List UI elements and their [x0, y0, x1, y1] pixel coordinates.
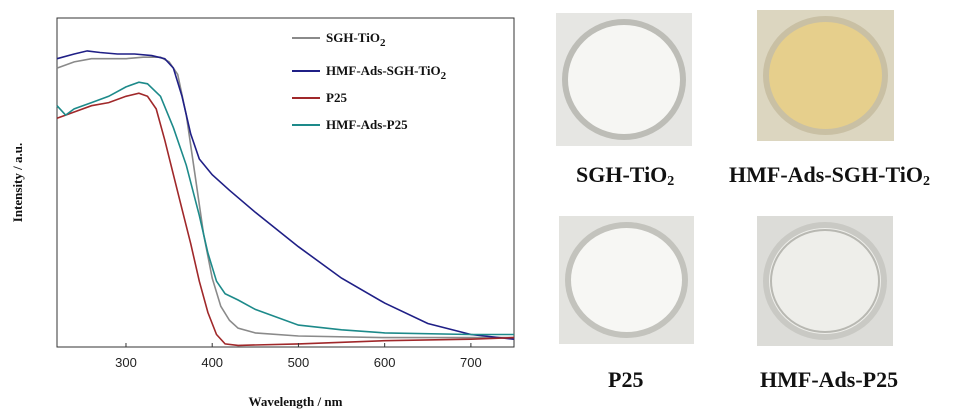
sample-photo-1 [757, 10, 894, 141]
legend-label-1: HMF-Ads-SGH-TiO2 [326, 63, 447, 82]
photo-caption-1: HMF-Ads-SGH-TiO2 [729, 162, 930, 189]
photo-caption-2: P25 [608, 367, 644, 392]
series-line-1 [56, 50, 515, 340]
sample-photo-0 [556, 13, 692, 146]
x-tick-label-4: 700 [460, 355, 482, 370]
x-ticks: 300 400 500 600 700 [115, 343, 482, 370]
sample-photo-3 [757, 216, 893, 346]
x-tick-label-2: 500 [288, 355, 310, 370]
series-line-0 [56, 56, 514, 339]
x-axis-label: Wavelength / nm [249, 394, 343, 409]
x-tick-label-1: 400 [201, 355, 223, 370]
x-tick-label-0: 300 [115, 355, 137, 370]
uv-vis-chart: 300 400 500 600 700 Wavelength / nm Intensit… [10, 17, 515, 409]
series-line-3 [56, 81, 514, 336]
legend-label-2: P25 [326, 90, 347, 105]
photo-caption-0: SGH-TiO2 [576, 162, 675, 189]
legend-label-3: HMF-Ads-P25 [326, 117, 408, 132]
series-line-2 [56, 92, 515, 347]
photo-caption-3: HMF-Ads-P25 [760, 367, 899, 392]
legend-label-0: SGH-TiO2 [326, 30, 386, 49]
series-layer [56, 50, 515, 347]
x-tick-label-3: 600 [374, 355, 396, 370]
plot-frame [56, 17, 515, 348]
y-axis-label: Intensity / a.u. [10, 143, 25, 222]
sample-photo-2 [559, 216, 694, 344]
